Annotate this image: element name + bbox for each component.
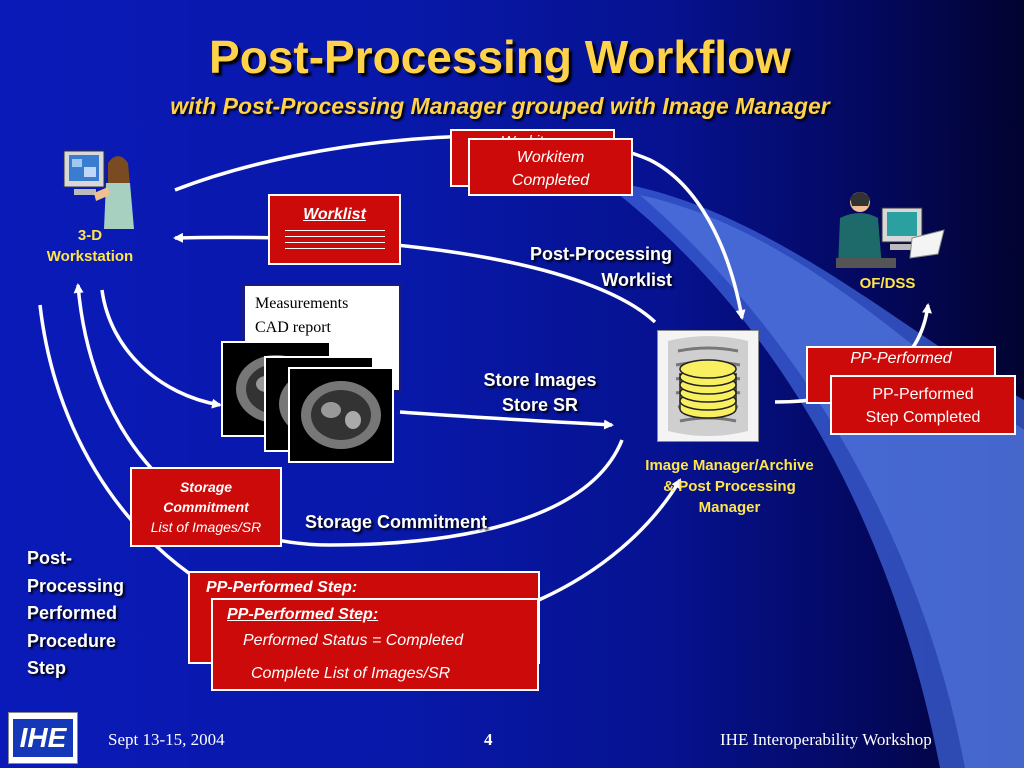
retrieve-images-arrow bbox=[100, 289, 222, 409]
footer-date: Sept 13-15, 2004 bbox=[108, 730, 225, 749]
pps-completed-title: PP-Performed Step: bbox=[227, 606, 379, 623]
pp-performed-step-completed-box: PP-Performed Step Completed bbox=[830, 375, 1016, 435]
worklist-title: Worklist bbox=[303, 206, 366, 223]
pps-completed-box: PP-Performed Step: Performed Status = Co… bbox=[211, 598, 539, 691]
ofdss-actor bbox=[832, 188, 947, 270]
ofdss-person-icon bbox=[836, 192, 945, 268]
footer-page-number: 4 bbox=[484, 730, 493, 749]
footer-org: IHE Interoperability Workshop bbox=[720, 730, 932, 749]
store-images-arrow bbox=[399, 410, 614, 430]
ct-image-3 bbox=[288, 367, 394, 463]
workstation-actor bbox=[58, 145, 138, 230]
page-title: Post-Processing Workflow bbox=[209, 31, 791, 83]
store-images-label: Store Images Store SR bbox=[483, 370, 597, 415]
worklist-lines bbox=[284, 230, 385, 249]
storage-commitment-title: Storage Commitment bbox=[163, 479, 249, 515]
ihe-logo-bar bbox=[13, 719, 73, 757]
pp-worklist-label: Post-Processing Worklist bbox=[529, 244, 672, 290]
storage-commitment-arrow bbox=[73, 283, 624, 547]
storage-commitment-list: List of Images/SR bbox=[150, 519, 262, 535]
storage-commitment-box: Storage Commitment List of Images/SR bbox=[130, 467, 282, 547]
pps-completed-list: Complete List of Images/SR bbox=[251, 665, 451, 682]
ppps-label: Post- Processing Performed Procedure Ste… bbox=[27, 548, 125, 678]
image-manager-actor bbox=[657, 330, 759, 442]
worklist-box: Worklist bbox=[268, 194, 401, 265]
ihe-logo-text: IHE bbox=[19, 722, 67, 753]
pps-completed-status: Performed Status = Completed bbox=[243, 632, 464, 649]
ihe-logo: IHE bbox=[8, 712, 78, 764]
workitem-completed-box: Workitem Completed bbox=[468, 138, 633, 196]
image-manager-label: Image Manager/Archive & Post Processing … bbox=[645, 457, 814, 516]
page-subtitle: with Post-Processing Manager grouped wit… bbox=[170, 93, 830, 119]
ofdss-label: OF/DSS bbox=[859, 275, 916, 292]
storage-commitment-label: Storage Commitment bbox=[305, 512, 488, 532]
workstation-label: 3-D Workstation bbox=[46, 227, 134, 265]
archive-disk-icon bbox=[668, 336, 748, 436]
workstation-person-icon bbox=[63, 150, 134, 229]
